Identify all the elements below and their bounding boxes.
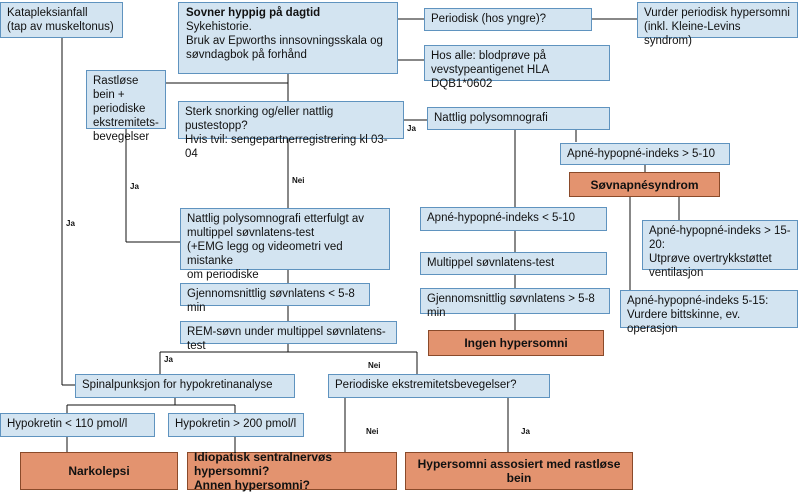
kataplexi-line2: (tap av muskeltonus) bbox=[7, 21, 114, 33]
hypo-gt-box: Hypokretin > 200 pmol/l bbox=[168, 413, 304, 437]
nattlig-poly-text: Nattlig polysomnografi bbox=[434, 112, 548, 124]
idiopatisk-line1: Idiopatisk sentralnervøs hypersomni? bbox=[194, 450, 333, 478]
edge-label-nei-snoring: Nei bbox=[292, 176, 305, 185]
snorking-line2: Hvis tvil: sengepartnerregistrering kl 0… bbox=[185, 134, 388, 160]
rastlose-line1: Rastløse bein + bbox=[93, 75, 139, 101]
idiopatisk-line2: Annen hypersomni? bbox=[194, 478, 311, 492]
sovner-line2: Bruk av Epworths innsovningsskala og bbox=[186, 35, 383, 47]
gj-lt-box: Gjennomsnittlig søvnlatens < 5-8 min bbox=[180, 283, 370, 314]
apne-gt-text: Apné-hypopné-indeks > 5-10 bbox=[567, 148, 716, 160]
hos-alle-box: Hos alle: blodprøve på vevstypeantigenet… bbox=[424, 45, 610, 90]
narkolepsi-outcome: Narkolepsi bbox=[20, 452, 178, 490]
idiopatisk-outcome: Idiopatisk sentralnervøs hypersomni? Ann… bbox=[187, 450, 397, 492]
apne-1520-line1: Apné-hypopné-indeks > 15-20: bbox=[649, 225, 791, 251]
apne-lt-box: Apné-hypopné-indeks < 5-10 bbox=[420, 207, 607, 231]
rastlose-line4: bevegelser bbox=[93, 131, 150, 143]
hypo-lt-box: Hypokretin < 110 pmol/l bbox=[0, 413, 155, 437]
hypo-lt-text: Hypokretin < 110 pmol/l bbox=[7, 418, 128, 430]
sovnapne-text: Søvnapnésyndrom bbox=[590, 177, 699, 192]
edge-label-nei-rem: Nei bbox=[368, 361, 381, 370]
spinal-box: Spinalpunksjon for hypokretinanalyse bbox=[75, 374, 295, 398]
sovner-line1: Sykehistorie. bbox=[186, 21, 252, 33]
edge-label-ja-snoring: Ja bbox=[407, 124, 416, 133]
rem-box: REM-søvn under multippel søvnlatens-test bbox=[180, 321, 397, 352]
gj-gt-box: Gjennomsnittlig søvnlatens > 5-8 min bbox=[420, 288, 610, 319]
periodiske-ekst-text: Periodiske ekstremitetsbevegelser? bbox=[335, 379, 517, 391]
apne-515-line1: Apné-hypopné-indeks 5-15: bbox=[627, 295, 769, 307]
apne-gt-box: Apné-hypopné-indeks > 5-10 bbox=[560, 143, 730, 165]
nattlig-mslt-line3: (+EMG legg og videometri ved mistanke bbox=[187, 241, 343, 267]
sovner-line3: søvndagbok på forhånd bbox=[186, 49, 307, 61]
apne-lt-text: Apné-hypopné-indeks < 5-10 bbox=[427, 212, 576, 224]
apne-515-line2: Vurdere bittskinne, ev. operasjon bbox=[627, 309, 741, 335]
kataplexi-box: Katapleksianfall (tap av muskeltonus) bbox=[0, 2, 123, 38]
nattlig-mslt-box: Nattlig polysomnografi etterfulgt av mul… bbox=[180, 208, 390, 295]
sovnapne-outcome: Søvnapnésyndrom bbox=[569, 172, 720, 197]
edge-label-ja-rastlose: Ja bbox=[130, 182, 139, 191]
apne-515-box: Apné-hypopné-indeks 5-15: Vurdere bittsk… bbox=[620, 290, 798, 335]
periodisk-yngre-box: Periodisk (hos yngre)? bbox=[424, 8, 592, 31]
kataplexi-line1: Katapleksianfall bbox=[7, 7, 88, 19]
hypersomni-rastlose-outcome: Hypersomni assosiert med rastløse bein bbox=[405, 452, 633, 490]
nattlig-mslt-line1: Nattlig polysomnografi etterfulgt av bbox=[187, 213, 365, 225]
spinal-text: Spinalpunksjon for hypokretinanalyse bbox=[82, 379, 273, 391]
snorking-line1: Sterk snorking og/eller nattlig pustesto… bbox=[185, 106, 334, 132]
apne-1520-line3: ventilasjon bbox=[649, 267, 704, 279]
multippel-box: Multippel søvnlatens-test bbox=[420, 252, 607, 275]
multippel-text: Multippel søvnlatens-test bbox=[427, 257, 555, 269]
gj-gt-text: Gjennomsnittlig søvnlatens > 5-8 min bbox=[427, 293, 595, 319]
periodisk-yngre-text: Periodisk (hos yngre)? bbox=[431, 13, 547, 25]
rastlose-line3: ekstremitets- bbox=[93, 117, 159, 129]
rem-text: REM-søvn under multippel søvnlatens-test bbox=[187, 326, 386, 352]
rastlose-line2: periodiske bbox=[93, 103, 146, 115]
edge-label-ja-kataplexi: Ja bbox=[66, 219, 75, 228]
edge-label-nei-periodiske: Nei bbox=[366, 427, 379, 436]
rastlose-box: Rastløse bein + periodiske ekstremitets-… bbox=[86, 70, 166, 143]
vurder-periodisk-box: Vurder periodisk hypersomni (inkl. Klein… bbox=[637, 2, 798, 47]
snorking-box: Sterk snorking og/eller nattlig pustesto… bbox=[178, 101, 404, 160]
hos-alle-line2: vevstypeantigenet HLA DQB1*0602 bbox=[431, 64, 549, 90]
vurder-periodisk-line1: Vurder periodisk hypersomni bbox=[644, 7, 790, 19]
hypo-gt-text: Hypokretin > 200 pmol/l bbox=[175, 418, 297, 430]
gj-lt-text: Gjennomsnittlig søvnlatens < 5-8 min bbox=[187, 288, 355, 314]
nattlig-mslt-line2: multippel søvnlatens-test bbox=[187, 227, 315, 239]
ingen-outcome: Ingen hypersomni bbox=[428, 330, 604, 356]
hypersomni-rastlose-text: Hypersomni assosiert med rastløse bein bbox=[417, 457, 621, 485]
sovner-box: Sovner hyppig på dagtid Sykehistorie. Br… bbox=[178, 2, 398, 74]
periodiske-ekst-box: Periodiske ekstremitetsbevegelser? bbox=[328, 374, 550, 398]
sovner-title: Sovner hyppig på dagtid bbox=[186, 7, 321, 19]
narkolepsi-text: Narkolepsi bbox=[68, 464, 130, 478]
apne-1520-box: Apné-hypopné-indeks > 15-20: Utprøve ove… bbox=[642, 220, 798, 279]
ingen-text: Ingen hypersomni bbox=[464, 336, 568, 350]
hos-alle-line1: Hos alle: blodprøve på bbox=[431, 50, 547, 62]
vurder-periodisk-line2: (inkl. Kleine-Levins syndrom) bbox=[644, 21, 741, 47]
edge-label-ja-periodiske: Ja bbox=[521, 427, 530, 436]
apne-1520-line2: Utprøve overtrykkstøttet bbox=[649, 253, 772, 265]
edge-label-ja-rem: Ja bbox=[164, 355, 173, 364]
nattlig-poly-box: Nattlig polysomnografi bbox=[427, 107, 610, 130]
